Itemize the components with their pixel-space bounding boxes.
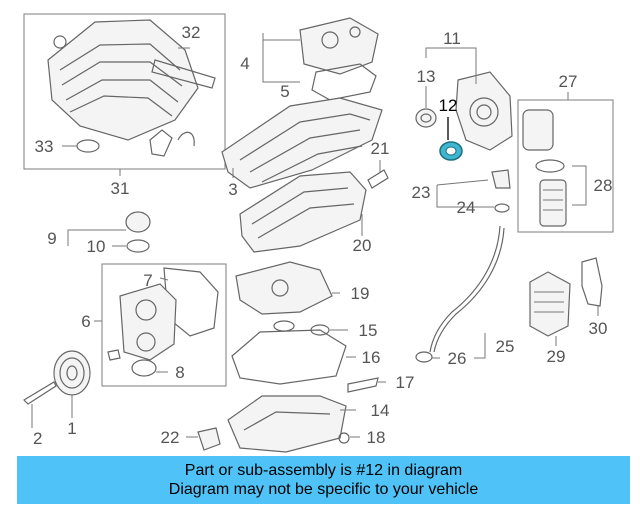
callout-20: 20 [353, 236, 372, 255]
callout-5: 5 [280, 82, 289, 101]
callout-31: 31 [111, 179, 130, 198]
callout-12: 12 [439, 96, 458, 115]
callout-23: 23 [412, 183, 431, 202]
callout-26: 26 [448, 349, 467, 368]
callout-16: 16 [362, 348, 381, 367]
callout-2: 2 [33, 429, 42, 448]
callout-11: 11 [443, 29, 461, 48]
callout-27: 27 [559, 72, 578, 91]
callout-32: 32 [182, 23, 201, 42]
parts-diagram: 2 1 3 4 5 6 7 8 9 10 11 12 13 14 15 16 1… [23, 13, 614, 453]
callout-4: 4 [240, 54, 249, 73]
callout-10: 10 [87, 237, 106, 256]
callout-9: 9 [47, 229, 56, 248]
timing-cover-drawing [415, 71, 513, 151]
callout-25: 25 [496, 337, 515, 356]
crank-pulley-drawing [23, 350, 91, 405]
banner-line-1: Part or sub-assembly is #12 in diagram [184, 462, 463, 479]
callout-19: 19 [351, 284, 370, 303]
cylinder-head-drawing [221, 17, 389, 253]
banner-line-2: Diagram may not be specific to your vehi… [168, 481, 479, 498]
oil-cooler-drawing [529, 257, 603, 337]
callout-7: 7 [143, 271, 152, 290]
seal-12-highlighted [439, 141, 463, 161]
front-cover-drawing [101, 263, 227, 387]
oil-filter-drawing [517, 99, 614, 233]
callout-1: 1 [67, 419, 76, 438]
callout-21: 21 [371, 139, 390, 158]
callout-30: 30 [589, 319, 608, 338]
callout-29: 29 [547, 347, 566, 366]
callout-33: 33 [35, 137, 54, 156]
dipstick-drawing [415, 169, 511, 363]
callout-24: 24 [457, 198, 476, 217]
callout-18: 18 [367, 428, 386, 447]
callout-15: 15 [359, 321, 378, 340]
callout-17: 17 [396, 373, 415, 392]
callout-22: 22 [161, 428, 180, 447]
callout-3: 3 [228, 180, 237, 199]
callout-14: 14 [371, 401, 390, 420]
callout-13: 13 [417, 67, 436, 86]
info-banner: Part or sub-assembly is #12 in diagram D… [17, 456, 630, 504]
callout-6: 6 [81, 312, 90, 331]
callout-8: 8 [175, 363, 184, 382]
callout-28: 28 [594, 176, 613, 195]
oil-cap-drawing [125, 211, 151, 253]
oil-pan-drawing [197, 261, 379, 453]
